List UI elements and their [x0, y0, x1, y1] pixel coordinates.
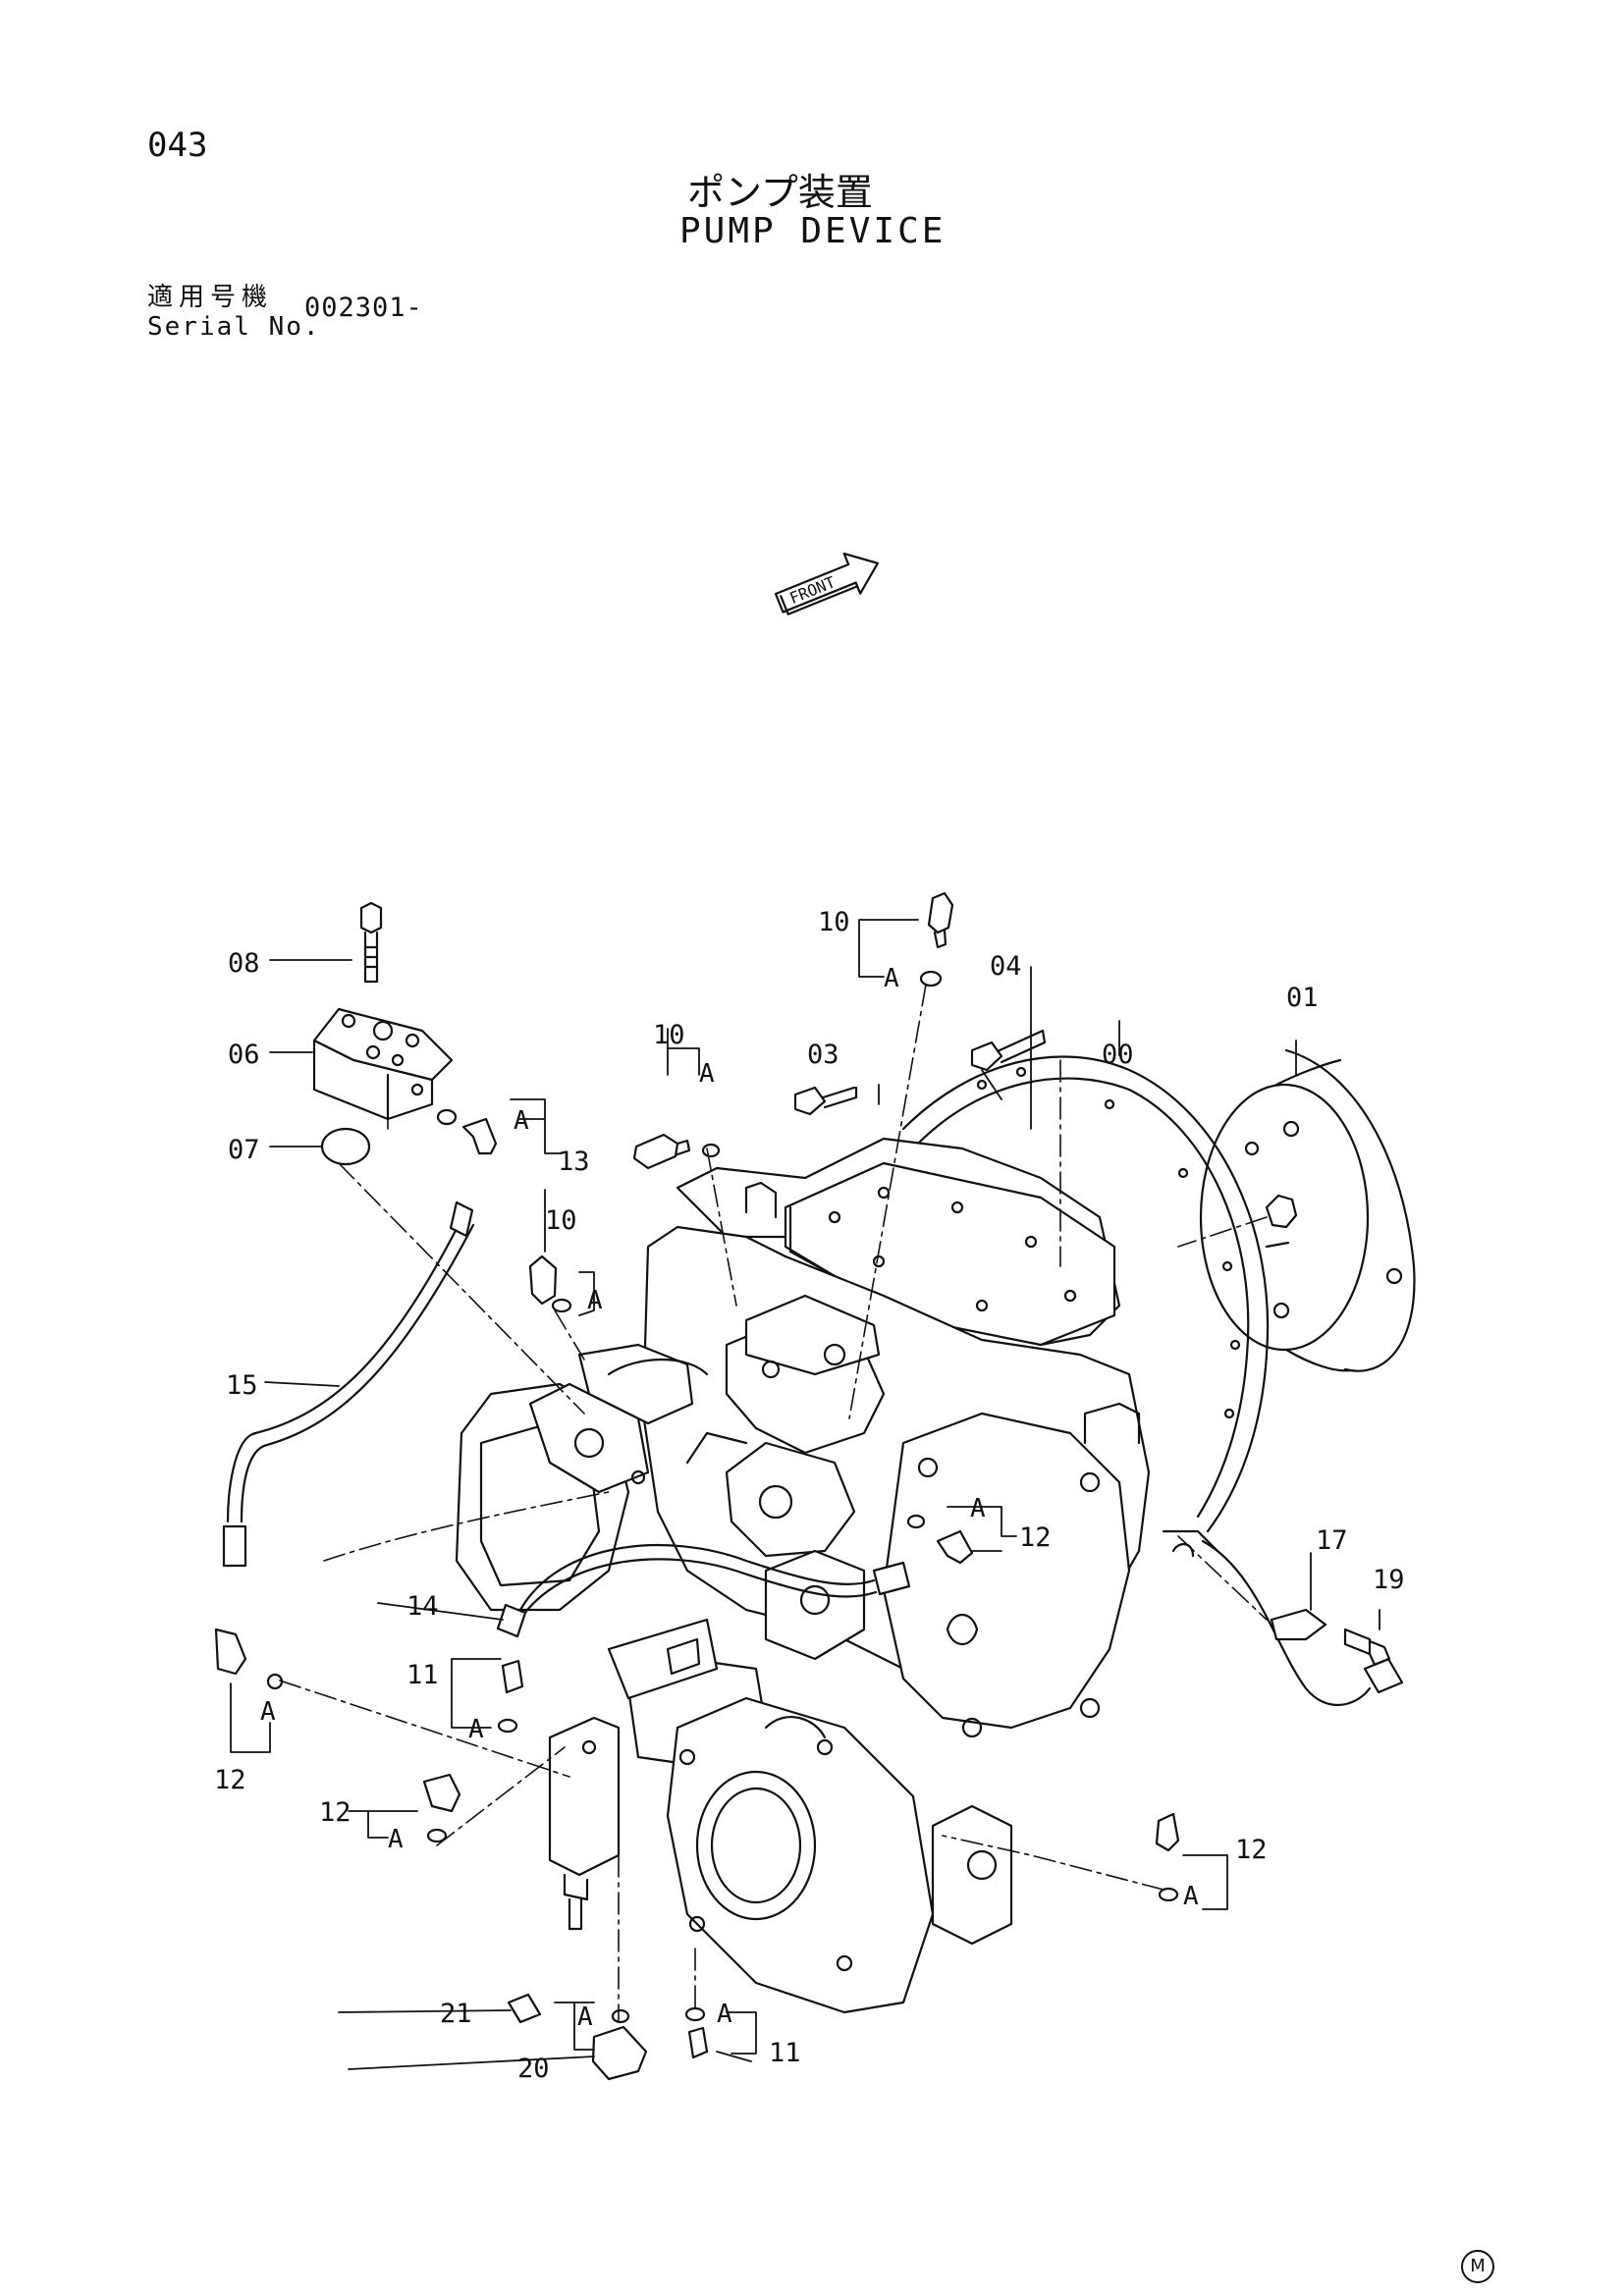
footer-mark-badge: M [1461, 2250, 1494, 2283]
callout-04: 04 [990, 951, 1022, 982]
bolt-08-icon [359, 901, 383, 984]
elbow-12-a-icon [936, 1529, 974, 1565]
bolt-19-icon [1343, 1628, 1391, 1667]
callout-12-far-right: 12 [1235, 1835, 1268, 1865]
callout-a-11: A [468, 1715, 484, 1744]
callout-20: 20 [517, 2054, 550, 2084]
bracket-17 [1270, 1608, 1327, 1641]
page-number: 043 [147, 126, 208, 165]
regulator-assembly [455, 1343, 709, 1612]
callout-a-10: A [587, 1286, 603, 1315]
callout-17: 17 [1316, 1525, 1348, 1556]
fitting-21-icon [507, 1993, 542, 2024]
fitting-10-mid-icon [632, 1133, 691, 1170]
bolt-04-icon [970, 1029, 1047, 1072]
hose-14 [496, 1543, 911, 1638]
elbow-12-d-icon [1155, 1812, 1180, 1852]
callout-10-top: 10 [818, 907, 850, 937]
pilot-block [312, 1007, 454, 1121]
callout-brackets [230, 919, 1228, 2055]
callout-07: 07 [228, 1135, 260, 1165]
callout-10-mid: 10 [653, 1020, 685, 1050]
callout-01: 01 [1286, 983, 1319, 1013]
front-arrow-icon: FRONT [774, 552, 879, 615]
callout-13: 13 [558, 1147, 590, 1177]
coupling-disc [1199, 1048, 1416, 1372]
front-marker-label: FRONT [787, 572, 839, 608]
lower-pump [626, 1549, 1013, 2014]
callout-a-left: A [260, 1697, 276, 1727]
solenoid-valve [548, 1618, 719, 1931]
callout-03: 03 [807, 1040, 839, 1070]
elbow-12-c-icon [422, 1773, 461, 1813]
callout-15: 15 [226, 1370, 258, 1401]
callout-a-12-mid: A [388, 1825, 404, 1854]
page-title-japanese: ポンプ装置 [687, 171, 873, 214]
fitting-10-top-icon [927, 891, 954, 949]
callout-12-mid: 12 [319, 1797, 352, 1828]
elbow-12-b-icon [214, 1628, 247, 1676]
hose-15 [222, 1201, 475, 1568]
fitting-11-a-icon [501, 1659, 524, 1694]
serial-label-english: Serial No. [147, 312, 321, 342]
callout-11-bottom: 11 [769, 2038, 801, 2068]
leader-lines [264, 959, 1380, 2070]
callout-06: 06 [228, 1040, 260, 1070]
fitting-10-left-icon [528, 1255, 558, 1306]
callout-12-right: 12 [1019, 1522, 1052, 1553]
callout-08: 08 [228, 948, 260, 979]
callout-a-top: A [884, 964, 899, 993]
page-title-english: PUMP DEVICE [679, 211, 947, 251]
callout-12-left: 12 [214, 1765, 246, 1795]
callout-a-bottom: A [717, 2000, 732, 2029]
rear-pump-block [725, 1294, 886, 1558]
centre-lines [279, 984, 1268, 2023]
callout-a-right: A [1183, 1882, 1199, 1911]
serial-value: 002301- [304, 293, 423, 323]
fitting-20-icon [591, 2025, 648, 2081]
callout-a-mid: A [699, 1059, 715, 1089]
callout-00: 00 [1102, 1040, 1134, 1070]
elbow-13-icon [461, 1117, 498, 1155]
serial-label-japanese: 適用号機 [147, 283, 274, 312]
callout-a-21: A [577, 2002, 593, 2032]
callout-21: 21 [440, 1999, 472, 2029]
callout-19: 19 [1373, 1565, 1405, 1595]
o-ring-07 [320, 1127, 371, 1166]
callout-10-left: 10 [545, 1205, 577, 1236]
bolt-03-icon [793, 1086, 858, 1116]
callout-11-left: 11 [406, 1660, 439, 1690]
callout-a-12: A [970, 1494, 986, 1523]
callout-a-13: A [514, 1106, 529, 1136]
callout-14: 14 [406, 1591, 439, 1622]
fitting-11-b-icon [687, 2026, 709, 2059]
